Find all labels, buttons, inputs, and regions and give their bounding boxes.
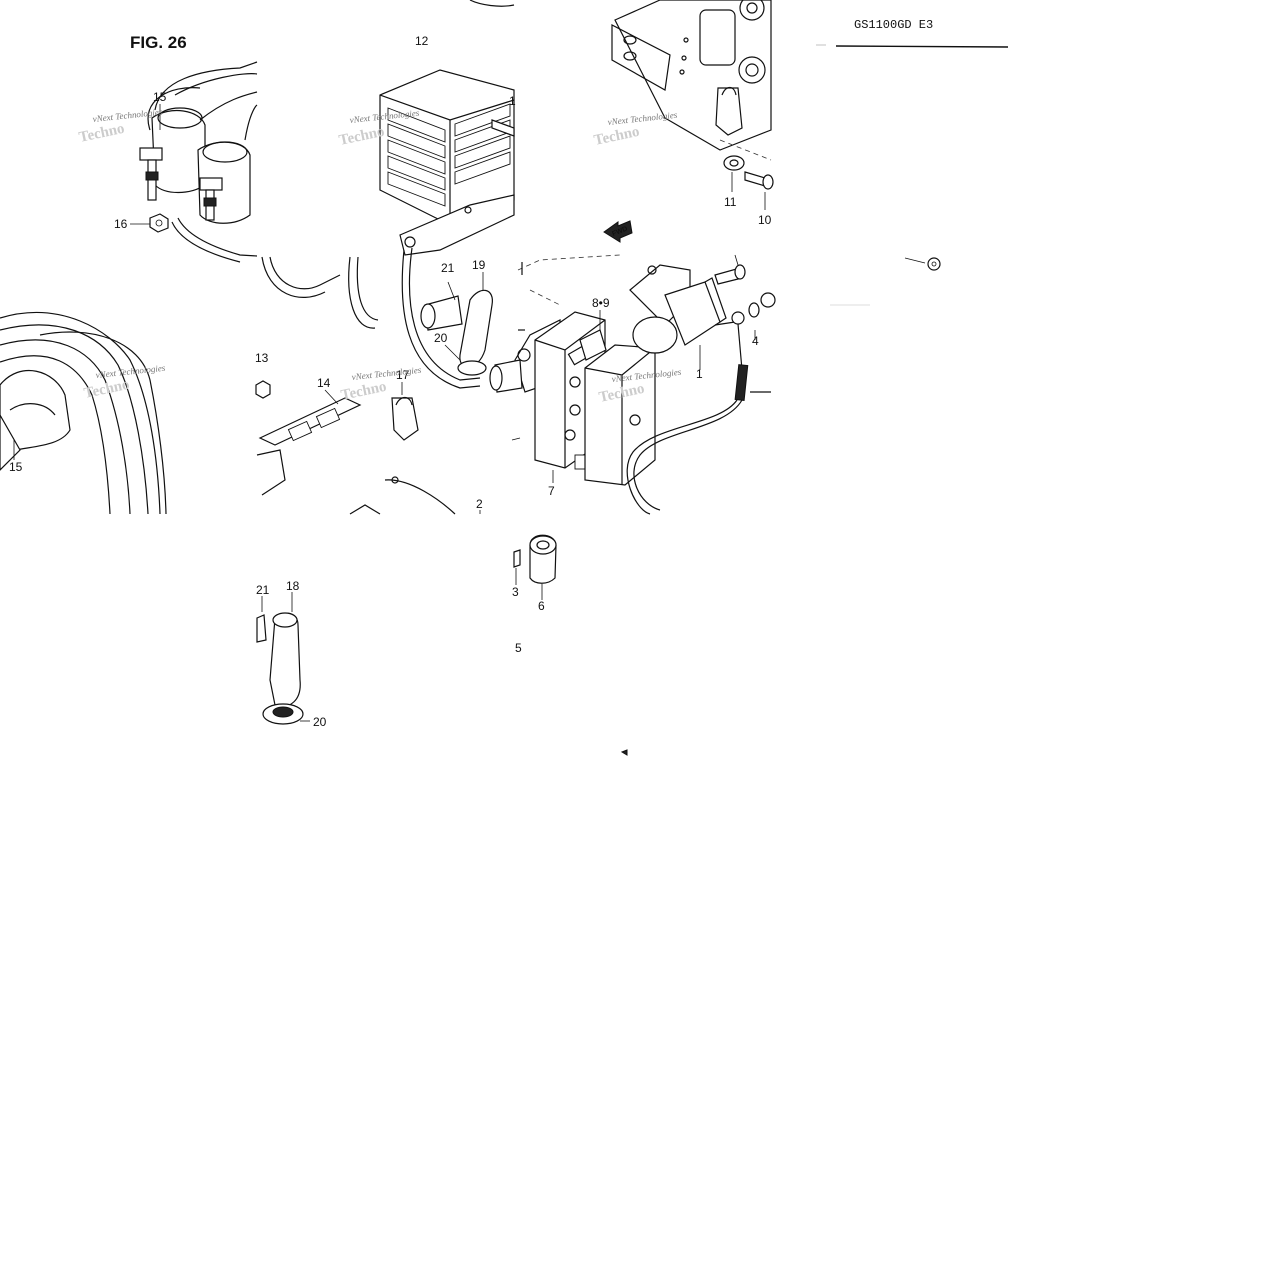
watermark-big: Techno <box>593 124 641 149</box>
watermark-big: Techno <box>78 121 126 146</box>
watermark-big: Techno <box>338 124 386 149</box>
callout-16: 16 <box>114 217 128 231</box>
callout-7: 7 <box>548 484 555 498</box>
model-code: GS1100GD E3 <box>854 18 933 32</box>
callout-8-9: 8•9 <box>592 296 610 310</box>
watermark-big: Techno <box>340 379 388 404</box>
callout-6: 6 <box>538 599 545 613</box>
regulator-rectifier <box>255 0 515 515</box>
callout-13: 13 <box>255 351 269 365</box>
callout-15-top: 15 <box>153 90 167 104</box>
callout-10: 10 <box>758 213 772 227</box>
plug-cap-closeup <box>256 592 310 725</box>
callout-3: 3 <box>512 585 519 599</box>
callout-20-bottom: 20 <box>313 715 327 729</box>
callout-1-top: 1 <box>509 94 516 108</box>
figure-title: FIG. 26 <box>130 33 187 52</box>
callout-2: 2 <box>476 497 483 511</box>
coil-closeup <box>0 312 167 515</box>
callout-11: 11 <box>724 195 737 209</box>
callout-21-bottom: 21 <box>256 583 270 597</box>
callout-15-bottom: 15 <box>9 460 23 474</box>
callout-20-top: 20 <box>434 331 448 345</box>
callout-21-top: 21 <box>441 261 455 275</box>
callout-5: 5 <box>515 641 522 655</box>
model-header: GS1100GD E3 <box>816 18 1009 306</box>
callout-14: 14 <box>317 376 331 390</box>
ignition-coil-assembly <box>130 61 258 263</box>
callout-12: 12 <box>415 34 429 48</box>
forward-arrow: FWD <box>603 220 633 243</box>
terminal-cap-closeup <box>513 534 628 756</box>
callout-19: 19 <box>472 258 486 272</box>
watermark-text: vNext Technologies <box>351 365 422 382</box>
callout-4: 4 <box>752 334 759 348</box>
watermark-text: vNext Technologies <box>95 363 166 380</box>
frame-bracket <box>611 0 774 210</box>
watermark-text: vNext Technologies <box>607 110 678 127</box>
igniter-and-relay <box>489 254 776 515</box>
callout-17: 17 <box>396 368 410 382</box>
callout-1-bottom: 1 <box>696 367 703 381</box>
callout-18: 18 <box>286 579 300 593</box>
watermark-big: Techno <box>83 377 131 402</box>
